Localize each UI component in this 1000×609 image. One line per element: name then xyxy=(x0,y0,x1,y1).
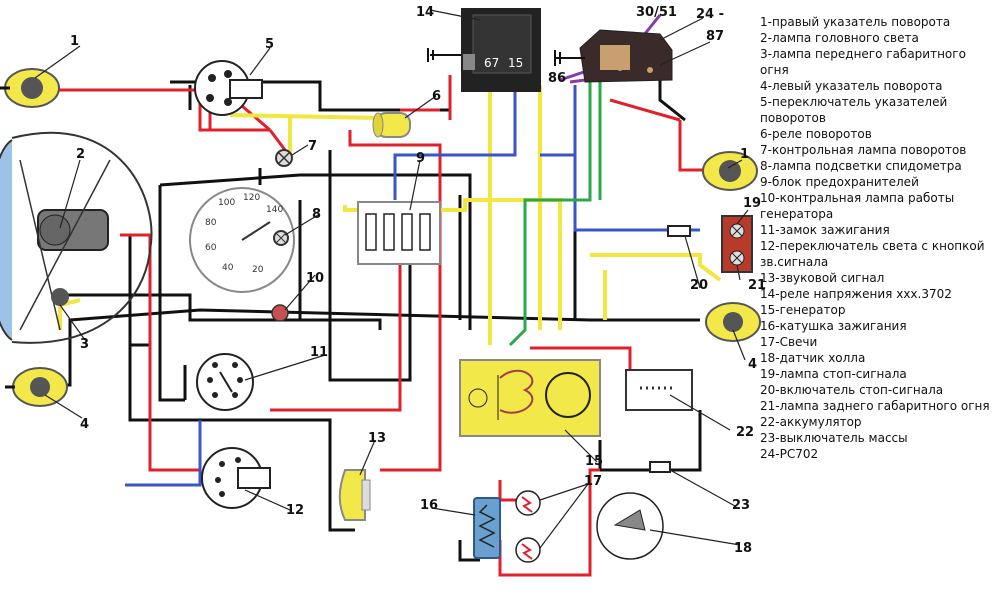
legend-item: 10-контральная лампа работы генератора xyxy=(760,191,955,221)
speedo-tick: 120 xyxy=(243,193,260,203)
speedo-tick: 140 xyxy=(266,205,283,215)
legend-item: 9-блок предохранителей xyxy=(760,175,919,189)
legend-item: 18-датчик холла xyxy=(760,351,866,365)
pc702-regulator xyxy=(554,29,673,83)
legend-item: 22-аккумулятор xyxy=(760,415,862,429)
ground-switch xyxy=(649,461,671,473)
label-18: 18 xyxy=(734,541,752,556)
label-20: 20 xyxy=(690,278,708,293)
generator xyxy=(459,359,601,437)
label-87: 87 xyxy=(706,29,724,44)
stop-switch xyxy=(667,225,691,237)
speedometer-lamp xyxy=(273,230,289,246)
legend-item: 3-лампа переднего габаритного огня xyxy=(760,47,966,77)
label-2: 2 xyxy=(76,147,85,162)
label-19: 19 xyxy=(743,196,761,211)
green-wires xyxy=(508,70,602,347)
label-22: 22 xyxy=(736,425,754,440)
label-13: 13 xyxy=(368,431,386,446)
legend-item: 2-лампа головного света xyxy=(760,31,919,45)
legend-item: 13-звуковой сигнал xyxy=(760,271,885,285)
legend-item: 24-PC702 xyxy=(760,447,819,461)
turn-signal-rear-left xyxy=(5,367,68,407)
legend-item: 6-реле поворотов xyxy=(760,127,872,141)
label-17: 17 xyxy=(584,474,602,489)
legend-item: 23-выключатель массы xyxy=(760,431,908,445)
legend-item: 7-контрольная лампа поворотов xyxy=(760,143,967,157)
spark-plugs xyxy=(515,490,541,563)
horn xyxy=(338,469,371,521)
legend-item: 11-замок зажигания xyxy=(760,223,890,237)
label-4-right: 4 xyxy=(748,357,757,372)
flasher-relay xyxy=(372,112,411,138)
label-12: 12 xyxy=(286,503,304,518)
turn-indicator-lamp xyxy=(275,149,293,167)
legend-item: 1-правый указатель поворота xyxy=(760,15,951,29)
label-24: 24 - xyxy=(696,7,724,22)
component-legend: 1-правый указатель поворота 2-лампа голо… xyxy=(760,14,998,462)
label-30-51: 30/51 xyxy=(636,5,677,20)
voltage-relay: 67 15 xyxy=(427,8,541,92)
turn-switch xyxy=(194,60,263,116)
relay-terminal-15: 15 xyxy=(508,56,523,70)
label-86: 86 xyxy=(548,71,566,86)
turn-signal-front-left xyxy=(0,68,60,108)
label-21: 21 xyxy=(748,278,766,293)
label-3: 3 xyxy=(80,337,89,352)
leader-lines xyxy=(34,9,749,549)
label-4-left: 4 xyxy=(80,417,89,432)
ignition-coil xyxy=(473,497,501,559)
label-16: 16 xyxy=(420,498,438,513)
hall-sensor xyxy=(596,492,664,560)
legend-item: 19-лампа стоп-сигнала xyxy=(760,367,907,381)
legend-item: 8-лампа подсветки спидометра xyxy=(760,159,962,173)
speedo-tick: 60 xyxy=(205,243,217,253)
label-7: 7 xyxy=(308,139,317,154)
blue-wires xyxy=(125,85,700,487)
speedo-tick: 80 xyxy=(205,218,217,228)
turn-signal-right xyxy=(702,151,758,191)
legend-item: 15-генератор xyxy=(760,303,846,317)
legend-item: 14-реле напряжения xxx.3702 xyxy=(760,287,952,301)
turn-signal-rear-right xyxy=(705,302,761,342)
label-11: 11 xyxy=(310,345,328,360)
speedo-tick: 100 xyxy=(218,198,235,208)
rear-light-block xyxy=(721,215,753,273)
label-15: 15 xyxy=(585,454,603,469)
headlight xyxy=(0,131,153,344)
legend-item: 17-Свечи xyxy=(760,335,818,349)
label-14: 14 xyxy=(416,5,434,20)
legend-item: 4-левый указатель поворота xyxy=(760,79,943,93)
fuse-block xyxy=(357,201,441,265)
label-23: 23 xyxy=(732,498,750,513)
speedometer: 100 120 140 80 60 40 20 xyxy=(189,187,295,293)
label-10: 10 xyxy=(306,271,324,286)
speedo-tick: 40 xyxy=(222,263,234,273)
label-8: 8 xyxy=(312,207,321,222)
legend-item: 5-переключатель указателей поворотов xyxy=(760,95,948,125)
label-9: 9 xyxy=(416,151,425,166)
ignition-switch xyxy=(196,353,254,411)
legend-item: 12-переключатель света с кнопкой зв.сигн… xyxy=(760,239,985,269)
relay-terminal-67: 67 xyxy=(484,56,499,70)
label-5: 5 xyxy=(265,37,274,52)
legend-item: 21-лампа заднего габаритного огня xyxy=(760,399,990,413)
light-switch xyxy=(201,447,271,509)
speedo-tick: 20 xyxy=(252,265,264,275)
yellow-wires xyxy=(58,85,722,345)
legend-item: 16-катушка зажигания xyxy=(760,319,907,333)
label-1-right: 1 xyxy=(740,147,749,162)
generator-indicator-lamp xyxy=(271,304,289,322)
legend-item: 20-включатель стоп-сигнала xyxy=(760,383,944,397)
battery xyxy=(625,369,693,411)
label-1-left: 1 xyxy=(70,34,79,49)
label-6: 6 xyxy=(432,89,441,104)
